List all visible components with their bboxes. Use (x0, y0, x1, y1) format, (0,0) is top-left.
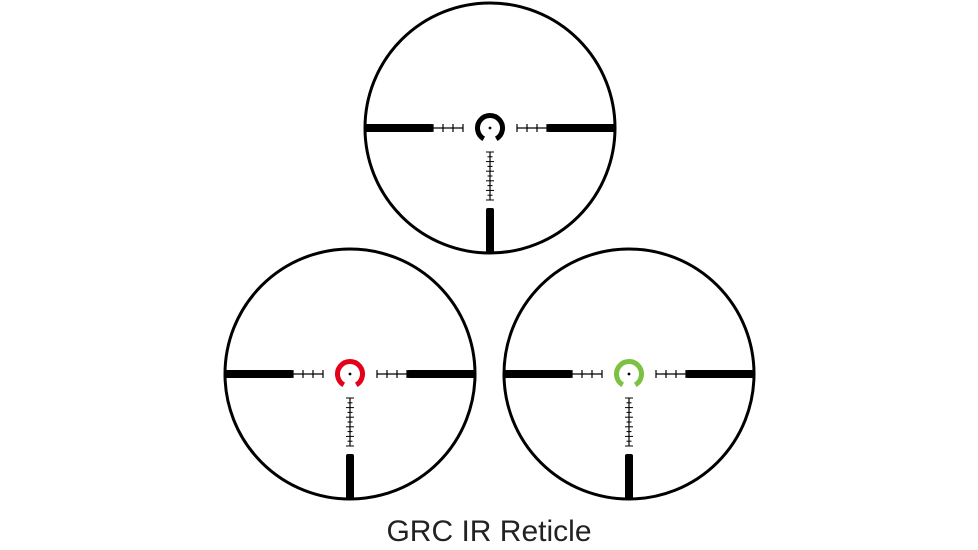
left-thick-post (365, 124, 433, 132)
left-thick-post (225, 370, 293, 378)
horseshoe-ring (475, 113, 505, 141)
bottom-thick-post (486, 208, 494, 253)
center-dot (627, 372, 631, 376)
reticle-red (223, 247, 477, 501)
left-thick-post (504, 370, 572, 378)
bottom-thick-post (625, 454, 633, 499)
right-thick-post (686, 370, 754, 378)
center-dot (348, 372, 352, 376)
bottom-thick-post (346, 454, 354, 499)
right-thick-post (547, 124, 615, 132)
center-dot (488, 126, 492, 130)
reticle-green (502, 247, 756, 501)
diagram-caption: GRC IR Reticle (386, 515, 592, 548)
horseshoe-ring (614, 359, 644, 387)
right-thick-post (407, 370, 475, 378)
reticle-black (363, 1, 617, 255)
horseshoe-ring (335, 359, 365, 387)
